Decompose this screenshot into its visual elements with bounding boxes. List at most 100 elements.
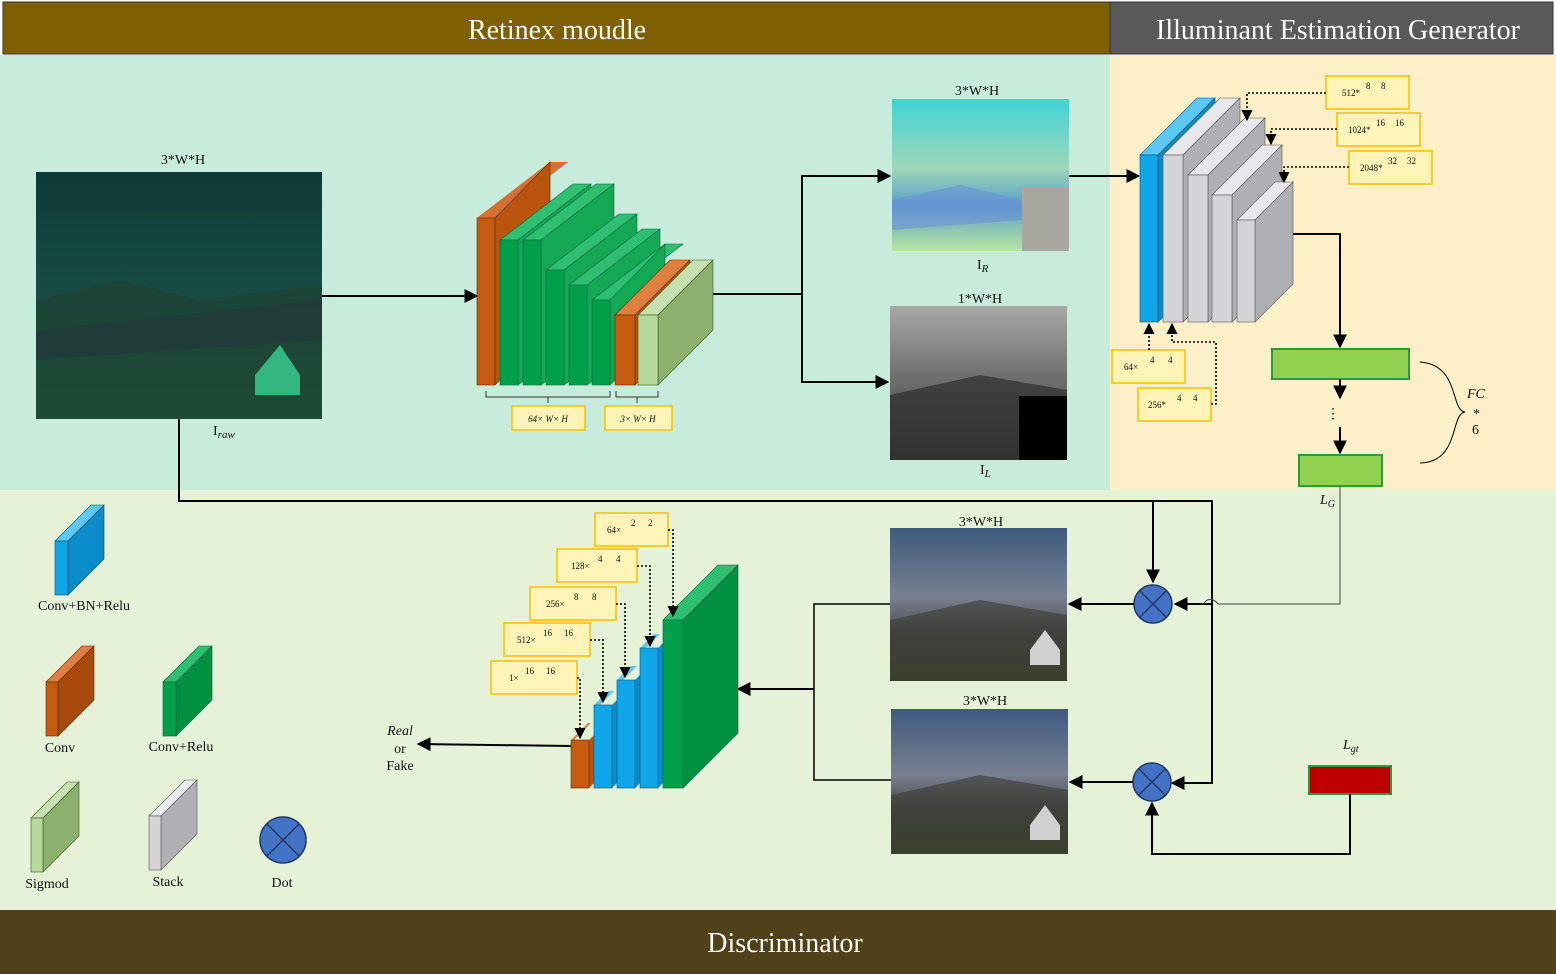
disc-block-1 (593, 691, 617, 789)
generator-skip-box-3: 2048* 32 32 (1348, 150, 1433, 185)
discriminator-header (0, 910, 1556, 974)
svg-text:512×: 512× (517, 635, 536, 645)
svg-text:128×: 128× (571, 561, 590, 571)
svg-text:32: 32 (1407, 156, 1416, 166)
legend-sigmoid-icon (30, 781, 80, 873)
discriminator-region (0, 490, 1556, 910)
encoder-brace-1 (485, 391, 611, 403)
svg-text:64×: 64× (607, 525, 621, 535)
legend-conv-label: Conv (45, 741, 75, 756)
svg-text:2048*: 2048* (1360, 163, 1383, 173)
disc-block-3 (639, 634, 663, 789)
legend-stack-icon (148, 779, 198, 871)
raw-image-label: Iraw (213, 424, 235, 441)
svg-text:16: 16 (1395, 118, 1405, 128)
svg-text:8: 8 (592, 592, 597, 602)
svg-text:32: 32 (1388, 156, 1397, 166)
disc-skip-1 (667, 529, 679, 618)
svg-text:256*: 256* (1148, 400, 1167, 410)
disc-feature-box-1: 64× 2 2 (594, 512, 669, 547)
svg-text:16: 16 (543, 628, 553, 638)
raw-input-image (36, 172, 322, 419)
skip-line-1 (1241, 92, 1326, 122)
svg-text:1024*: 1024* (1348, 125, 1371, 135)
fc-count: 6 (1472, 423, 1479, 438)
svg-text:4: 4 (1177, 393, 1182, 403)
disc-feature-box-2: 128× 4 4 (556, 548, 638, 583)
dot-operator-1 (1133, 584, 1173, 624)
disc-conv-relu-block (662, 564, 739, 789)
encoder-dim-box-1 (511, 405, 586, 431)
generator-network (1139, 97, 1294, 323)
svg-text:16: 16 (546, 666, 556, 676)
lgt-block (1308, 765, 1392, 795)
disc-output-or: or (394, 742, 406, 757)
legend-stack-label: Stack (152, 875, 183, 890)
lg-label: LG (1319, 493, 1335, 510)
svg-text:4: 4 (1168, 355, 1173, 365)
generator-skip-box-2: 1024* 16 16 (1336, 112, 1421, 147)
legend-conv-relu-label: Conv+Relu (149, 740, 214, 755)
legend-sigmoid-label: Sigmod (25, 877, 69, 892)
svg-text:16: 16 (1376, 118, 1386, 128)
raw-image-dim: 3*W*H (161, 153, 205, 168)
raw-skip-line (178, 419, 1213, 790)
fc-brace (1419, 361, 1466, 464)
legend-conv-bn-relu-icon (54, 504, 105, 596)
disc-skip-4 (590, 639, 609, 704)
lg-to-dot-line (1203, 486, 1341, 605)
svg-text:64×: 64× (1124, 362, 1138, 372)
disc-block-2 (616, 666, 640, 789)
disc-skip-5 (574, 677, 586, 740)
generator-skip-box-4: 64× 4 4 (1111, 349, 1186, 384)
output1-dim: 3*W*H (959, 515, 1003, 530)
output1-to-disc-line (813, 603, 891, 781)
reflectance-dim: 3*W*H (955, 84, 999, 99)
disc-output-real: Real (386, 724, 413, 739)
encoder-output-line (713, 169, 892, 295)
svg-text:8: 8 (1381, 81, 1386, 91)
fc-layer-1 (1271, 348, 1410, 380)
disc-feature-box-5: 1× 16 16 (490, 660, 578, 695)
skip-line-5 (1166, 322, 1217, 405)
retinex-header-title: Retinex moudle (468, 15, 646, 46)
lgt-to-dot-line (1145, 794, 1351, 855)
svg-text:8: 8 (574, 592, 579, 602)
illumination-dim: 1*W*H (958, 292, 1002, 307)
svg-text:4: 4 (616, 554, 621, 564)
disc-feature-box-3: 256× 8 8 (529, 586, 617, 621)
fc-label: FC (1466, 387, 1486, 402)
legend-conv-relu-icon (162, 645, 213, 737)
encoder-output-line-2 (801, 294, 890, 389)
encoder-sigmoid-block (637, 259, 714, 386)
disc-skip-2 (637, 565, 656, 648)
encoder-dim-box-2 (604, 405, 673, 431)
disc-feature-box-4: 512× 16 16 (503, 622, 591, 657)
svg-text:4: 4 (1150, 355, 1155, 365)
generator-skip-box-1: 512* 8 8 (1325, 75, 1410, 110)
fc-times: * (1473, 407, 1480, 422)
discriminator-network (570, 564, 739, 789)
skip-line-2 (1265, 128, 1337, 146)
legend-dot-label: Dot (272, 876, 293, 891)
encoder-dim-label-2: 3× W× H (619, 414, 656, 424)
generator-skip-box-5: 256* 4 4 (1137, 387, 1212, 422)
dot-operator-2 (1132, 762, 1172, 802)
illumination-image (890, 306, 1067, 460)
svg-text:16: 16 (564, 628, 574, 638)
svg-text:8: 8 (1366, 81, 1371, 91)
enhanced-output-image (890, 528, 1067, 681)
svg-text:512*: 512* (1342, 88, 1361, 98)
retinex-encoder (476, 161, 714, 386)
illuminant-header (1109, 1, 1554, 55)
svg-text:16: 16 (525, 666, 535, 676)
generator-stack-block-4 (1236, 181, 1294, 323)
fc-layer-2 (1298, 454, 1383, 487)
legend-conv-icon (45, 645, 95, 737)
output2-dim: 3*W*H (963, 694, 1007, 709)
svg-text:4: 4 (1193, 393, 1198, 403)
retinex-header (2, 1, 1111, 55)
legend-conv-bn-relu-label: Conv+BN+Relu (38, 599, 130, 614)
reflectance-label: IR (977, 258, 989, 275)
illumination-label: IL (980, 463, 991, 480)
